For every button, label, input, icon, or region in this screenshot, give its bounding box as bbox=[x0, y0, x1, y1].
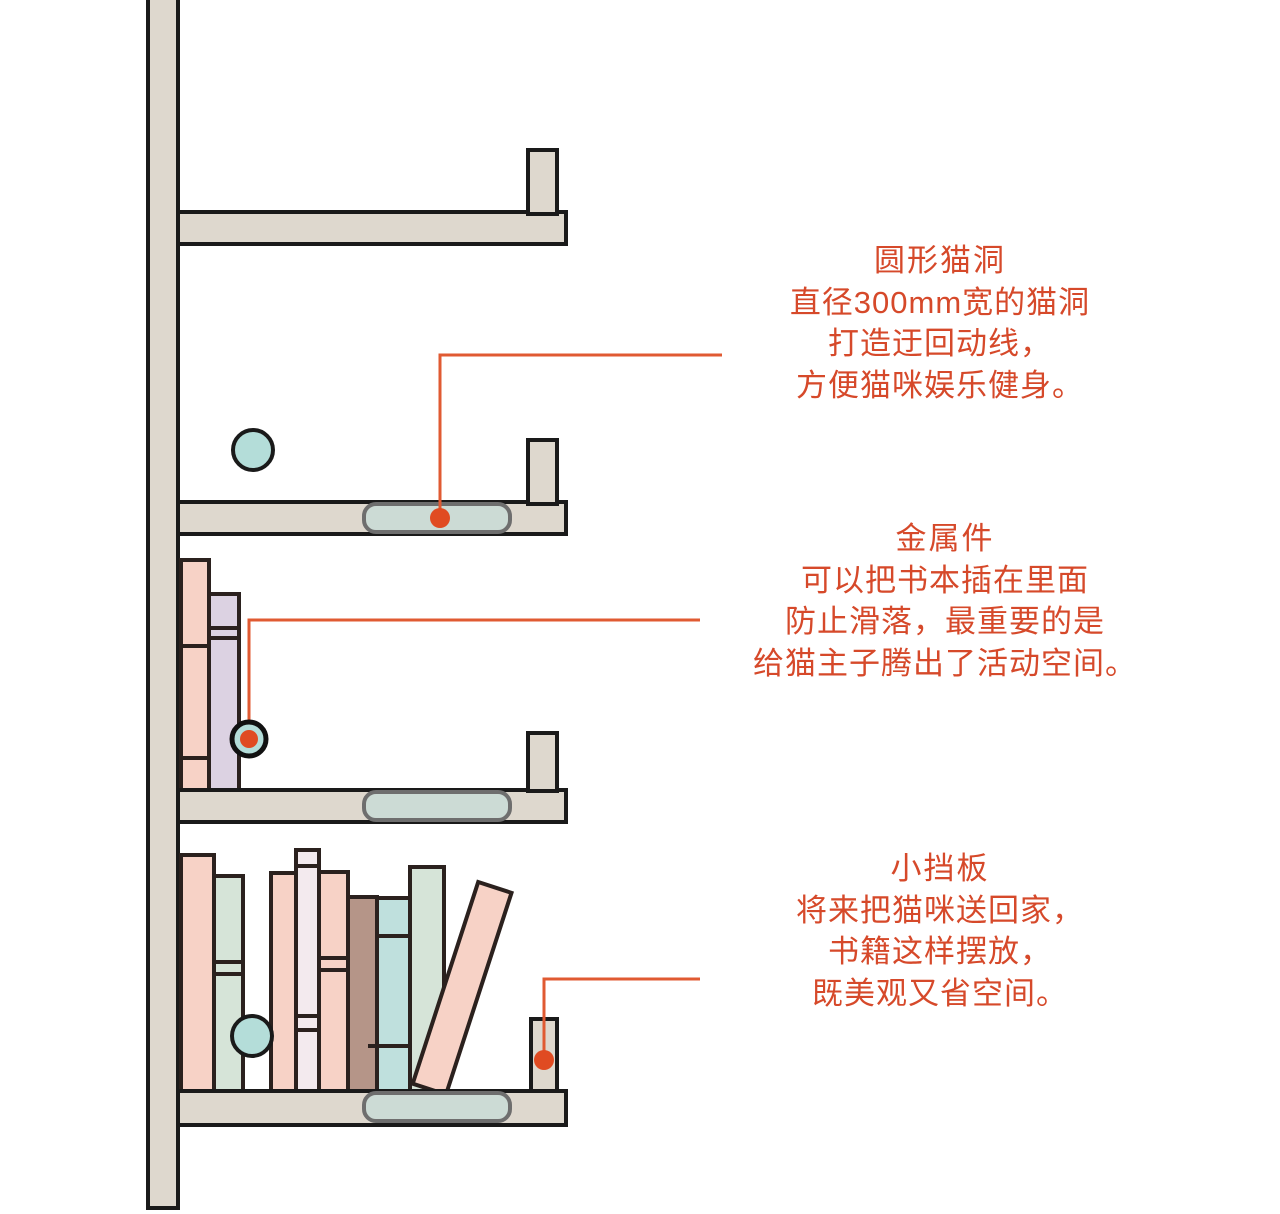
vertical-post bbox=[146, 0, 180, 1210]
annotation-metal-bracket: 金属件 可以把书本插在里面 防止滑落，最重要的是 给猫主子腾出了活动空间。 bbox=[700, 518, 1190, 684]
leader-line-1 bbox=[438, 353, 722, 518]
marker-dot-baffle[interactable] bbox=[534, 1050, 554, 1070]
shelf-lower-stub bbox=[526, 731, 559, 793]
annotation-2-title: 金属件 bbox=[895, 521, 995, 556]
cat-ball-upper-icon bbox=[231, 428, 275, 472]
annotation-2-line-1: 可以把书本插在里面 bbox=[801, 562, 1089, 598]
annotation-2-line-2: 防止滑落，最重要的是 bbox=[785, 604, 1105, 640]
shelf-bottom bbox=[176, 1089, 568, 1127]
leader-line-3 bbox=[542, 977, 700, 1060]
annotation-3-line-3: 既美观又省空间。 bbox=[812, 975, 1068, 1011]
cat-hole-pad-bottom bbox=[362, 1091, 512, 1123]
leader-line-2 bbox=[247, 618, 700, 739]
shelf-middle-stub bbox=[526, 438, 559, 506]
annotation-1-line-2: 打造迂回动线， bbox=[828, 326, 1052, 362]
shelf-lower bbox=[176, 731, 568, 824]
marker-dot-cat-hole[interactable] bbox=[430, 508, 450, 528]
book-b3 bbox=[269, 871, 299, 1093]
book-b1 bbox=[179, 853, 216, 1093]
annotation-small-baffle: 小挡板 将来把猫咪送回家， 书籍这样摆放， 既美观又省空间。 bbox=[700, 848, 1180, 1014]
shelf-top-board bbox=[176, 210, 568, 246]
annotation-2-line-3: 给猫主子腾出了活动空间。 bbox=[753, 645, 1137, 681]
marker-ring-metal-bracket[interactable] bbox=[229, 719, 269, 759]
cat-hole-pad-lower bbox=[362, 790, 512, 822]
annotation-1-line-3: 方便猫咪娱乐健身。 bbox=[796, 367, 1084, 403]
annotation-round-cat-hole: 圆形猫洞 直径300mm宽的猫洞 打造迂回动线， 方便猫咪娱乐健身。 bbox=[700, 240, 1180, 406]
annotation-3-title: 小挡板 bbox=[890, 851, 990, 886]
leader-lines bbox=[247, 353, 722, 1060]
annotation-1-line-1: 直径300mm宽的猫洞 bbox=[789, 284, 1091, 320]
annotation-3-line-2: 书籍这样摆放， bbox=[828, 934, 1052, 970]
annotation-1-title: 圆形猫洞 bbox=[874, 243, 1006, 278]
shelf-top bbox=[176, 148, 568, 246]
book-m1 bbox=[179, 558, 211, 792]
shelf-top-stub bbox=[526, 148, 559, 216]
cat-ball-lower-icon bbox=[230, 1014, 274, 1058]
annotation-3-line-1: 将来把猫咪送回家， bbox=[796, 892, 1084, 928]
